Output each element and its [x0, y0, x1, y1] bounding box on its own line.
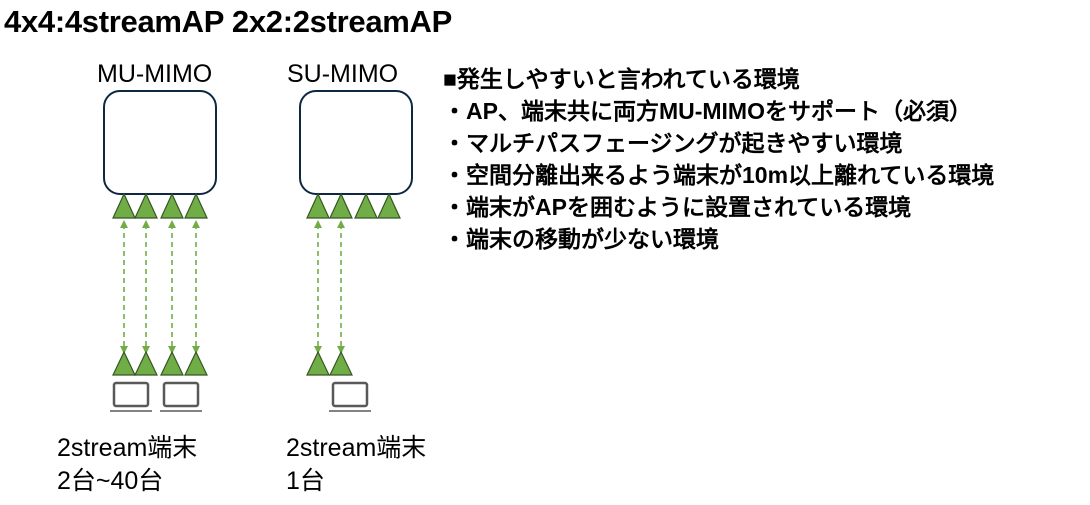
mu-mimo-diagram [103, 90, 217, 412]
environment-notes: ■発生しやすいと言われている環境 ・AP、端末共に両方MU-MIMOをサポート（… [443, 63, 994, 255]
laptop-icon [160, 381, 202, 412]
laptop-icon [110, 381, 152, 412]
mu-mimo-caption-line2: 2台~40台 [57, 467, 164, 495]
notes-item: ・空間分離出来るよう端末が10m以上離れている環境 [443, 162, 995, 188]
laptop-screen [162, 381, 200, 408]
ap-antenna-icon [160, 192, 184, 219]
su-mimo-caption: 2stream端末 1台 [286, 432, 426, 498]
su-mimo-caption-line2: 1台 [286, 467, 325, 495]
notes-item: ・端末の移動が少ない環境 [443, 226, 719, 252]
client-antenna-icon [160, 350, 184, 376]
ap-antenna-icon [329, 192, 353, 219]
client-antenna-icon [306, 350, 330, 376]
ap-antenna-icon [377, 192, 401, 219]
mu-mimo-caption-line1: 2stream端末 [57, 434, 198, 462]
client-antenna-icon [329, 350, 353, 376]
client-antenna-icon [112, 350, 136, 376]
notes-item: ・AP、端末共に両方MU-MIMOをサポート（必須） [443, 98, 972, 124]
laptop-screen [112, 381, 150, 408]
mu-mimo-label: MU-MIMO [97, 60, 213, 88]
laptop-screen [331, 381, 369, 408]
su-mimo-diagram [299, 90, 413, 412]
ap-antenna-icon [184, 192, 208, 219]
su-mimo-caption-line1: 2stream端末 [286, 434, 427, 462]
client-antenna-icon [134, 350, 158, 376]
mu-mimo-caption: 2stream端末 2台~40台 [57, 432, 197, 498]
laptop-icon [329, 381, 371, 412]
client-antenna-icon [184, 350, 208, 376]
ap-antenna-icon [306, 192, 330, 219]
notes-item: ・端末がAPを囲むように設置されている環境 [443, 194, 912, 220]
notes-heading: ■発生しやすいと言われている環境 [443, 66, 800, 92]
ap-antenna-icon [112, 192, 136, 219]
ap-antenna-icon [134, 192, 158, 219]
access-point-box [103, 90, 217, 195]
page-title: 4x4:4streamAP 2x2:2streamAP [4, 4, 452, 39]
notes-item: ・マルチパスフェージングが起きやすい環境 [443, 130, 903, 156]
ap-antenna-icon [354, 192, 378, 219]
access-point-box [299, 90, 413, 195]
su-mimo-label: SU-MIMO [287, 60, 399, 88]
